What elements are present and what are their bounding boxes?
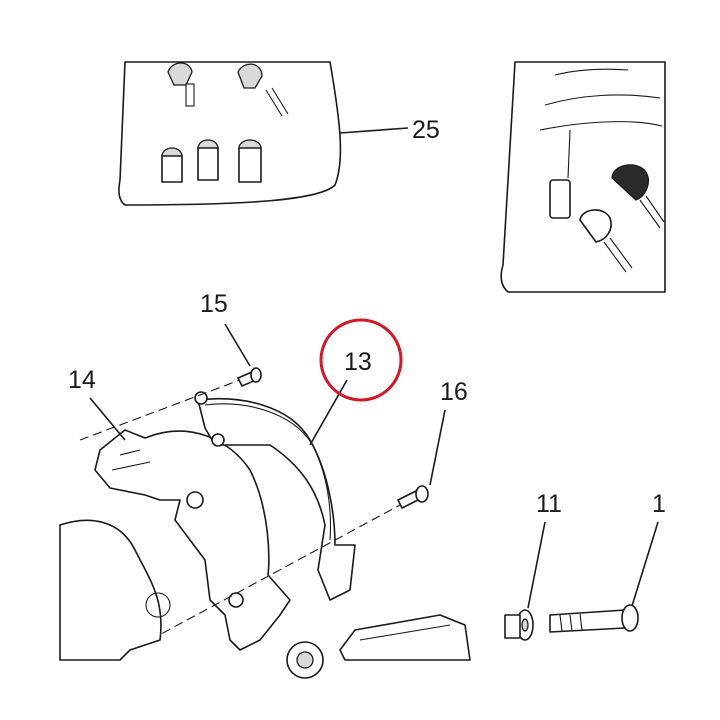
gear-partial: [286, 641, 324, 679]
inset-lock-set: [118, 61, 342, 206]
bolt-1: [549, 604, 639, 633]
leader-line-1: [631, 521, 659, 607]
leader-line-16: [429, 409, 446, 486]
leader-line-14: [89, 397, 126, 441]
washer-11: [504, 609, 534, 641]
bracket-14: [94, 429, 291, 651]
ignition-housing-partial: [339, 614, 471, 661]
callout-14: 14: [68, 366, 96, 394]
assembly-axis: [79, 379, 241, 441]
callout-15: 15: [200, 290, 228, 318]
callout-25: 25: [412, 116, 440, 144]
callout-11: 11: [536, 490, 562, 518]
frame-partial: [59, 519, 171, 661]
screw-15: [237, 367, 262, 387]
inset-key-set: [500, 61, 666, 293]
callout-13: 13: [344, 348, 372, 376]
screw-16: [397, 485, 429, 509]
leader-line-13: [309, 379, 348, 446]
highlight-circle-13: [319, 318, 403, 402]
leader-line-25: [339, 127, 409, 134]
leader-line-11: [527, 521, 546, 609]
leader-line-15: [224, 323, 251, 367]
callout-16: 16: [440, 378, 468, 406]
assembly-axis: [149, 504, 401, 641]
cover-13: [194, 391, 356, 601]
callout-1: 1: [652, 490, 666, 518]
